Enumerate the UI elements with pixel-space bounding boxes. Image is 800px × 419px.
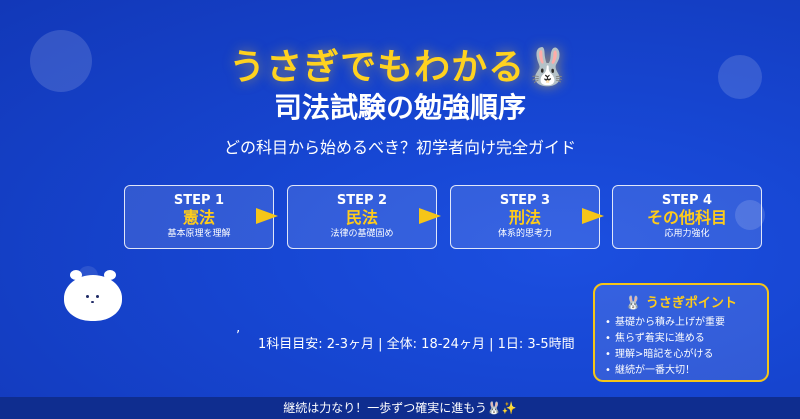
footer-banner: 継続は力なり！一歩ずつ確実に進もう🐰✨ [0,397,800,419]
study-time-summary: 1科目目安: 2-3ヶ月 | 全体: 18-24ヶ月 | 1日: 3-5時間 [258,337,575,352]
bunny-ear [70,270,82,280]
tips-box: 🐰 うさぎポイント • 基礎から積み上げが重要 • 焦らず着実に進める • 理解>暗記… [593,283,769,382]
step-label: STEP 1 [173,193,225,208]
arrow-right-icon [582,208,604,224]
tips-list: • 基礎から積み上げが重要 • 焦らず着実に進める • 理解>暗記を心がける • 継続が… [605,315,757,379]
tip-item: • 焦らず着実に進める [605,331,757,347]
bullet-icon: • [605,333,611,344]
tip-item: • 理解>暗記を心がける [605,347,757,363]
tips-heading: 🐰 うさぎポイント [625,296,737,311]
step-card-4: STEP 4 その他科目 応用力強化 [612,185,762,249]
step-description: 応用力強化 [664,229,710,239]
step-label: STEP 2 [336,193,388,208]
step-description: 法律の基礎固め [330,229,394,239]
tick-mark: ’ [236,329,241,344]
step-subject: 刑法 [508,208,541,227]
arrow-right-icon [256,208,278,224]
step-label: STEP 4 [661,193,713,208]
step-description: 基本原理を理解 [167,229,231,239]
step-description: 体系的思考力 [497,229,552,239]
arrow-right-icon [419,208,441,224]
bunny-eye [96,295,99,298]
tip-text: 理解>暗記を心がける [615,349,714,360]
bullet-icon: • [605,317,611,328]
step-card-3: STEP 3 刑法 体系的思考力 [450,185,600,249]
step-card-2: STEP 2 民法 法律の基礎固め [287,185,437,249]
tip-text: 焦らず着実に進める [615,333,705,344]
step-subject: 民法 [345,208,378,227]
bunny-icon [64,270,122,321]
decor-bubble-top-left [30,30,92,92]
tip-text: 継続が一番大切！ [615,365,695,376]
tagline: どの科目から始めるべき？初学者向け完全ガイド [223,138,576,157]
decor-bubble-top-right [718,55,762,99]
bullet-icon: • [605,349,611,360]
bunny-ear [104,270,116,280]
bunny-nose [91,301,94,303]
bunny-eye [86,295,89,298]
decor-bubble-right [735,200,765,230]
step-subject: 憲法 [182,208,215,227]
bullet-icon: • [605,365,611,376]
tip-text: 基礎から積み上げが重要 [615,317,725,328]
tip-item: • 継続が一番大切！ [605,363,757,379]
step-subject: その他科目 [646,208,727,227]
main-title: うさぎでもわかる🐰 [229,47,571,88]
step-card-1: STEP 1 憲法 基本原理を理解 [124,185,274,249]
sub-title: 司法試験の勉強順序 [273,91,526,124]
step-label: STEP 3 [499,193,551,208]
tip-item: • 基礎から積み上げが重要 [605,315,757,331]
